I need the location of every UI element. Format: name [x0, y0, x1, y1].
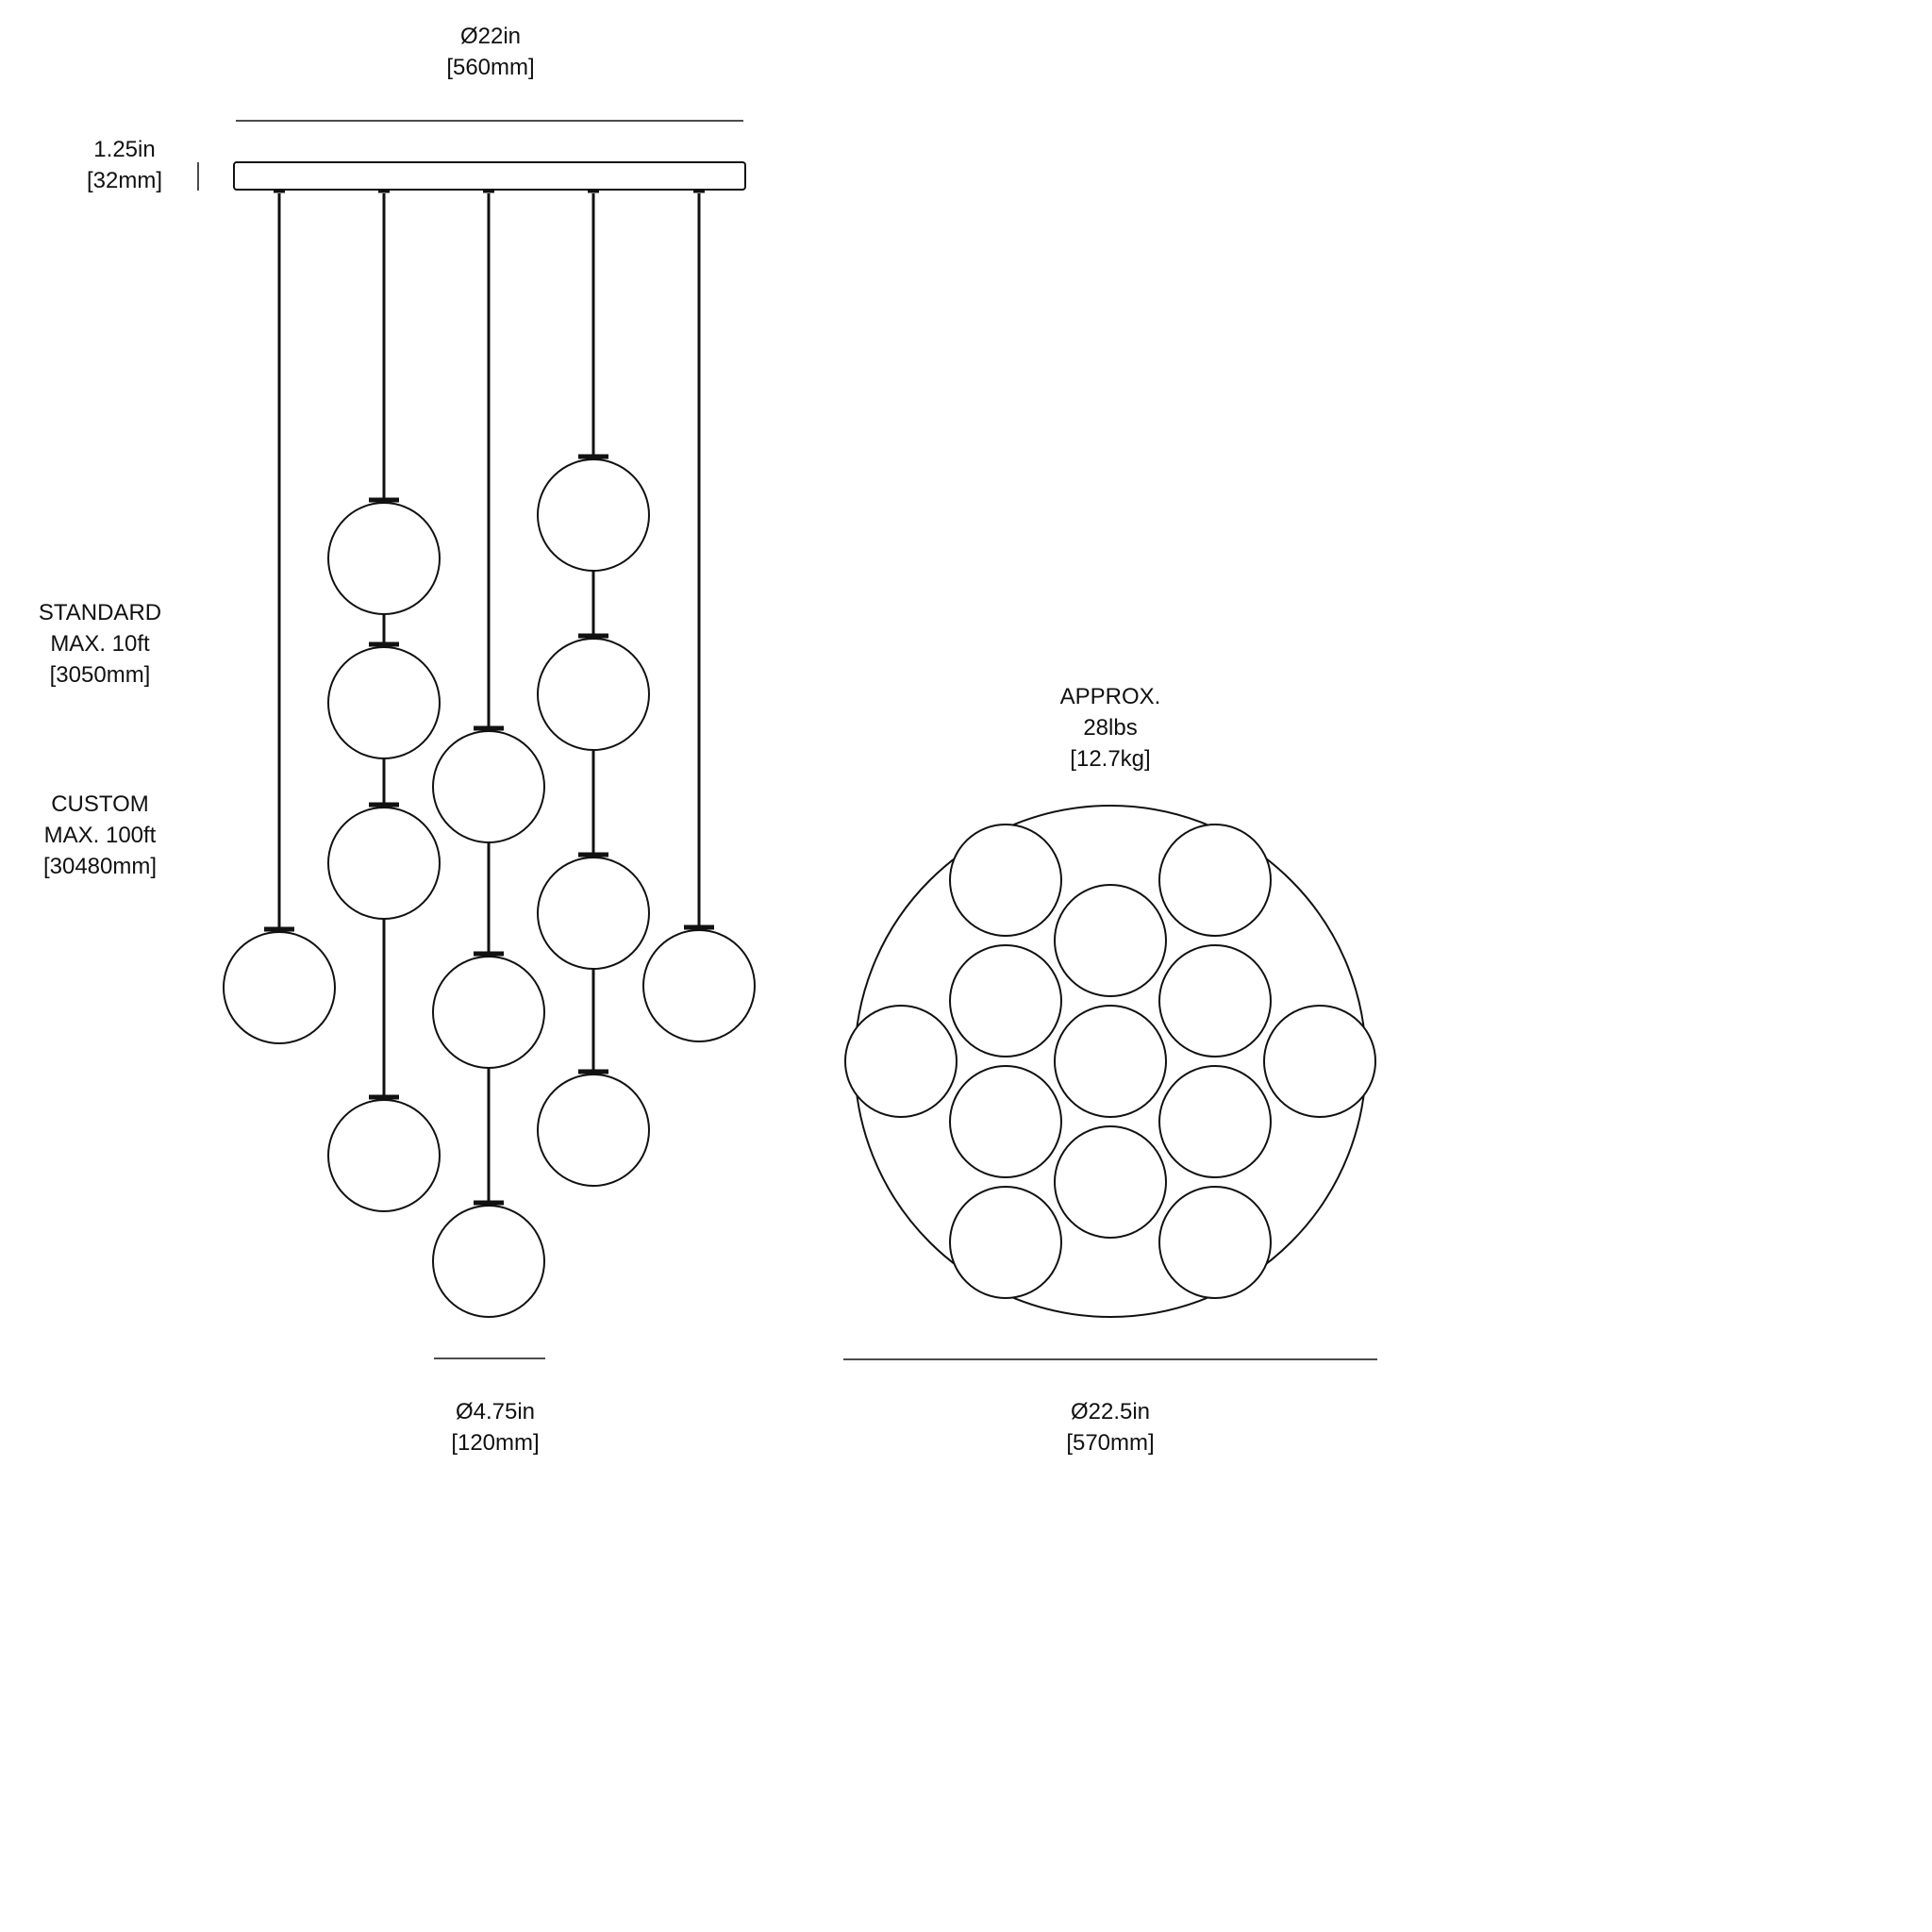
- custom-cord-title: CUSTOM: [51, 791, 149, 817]
- footprint-diameter-label: Ø22.5in [570mm]: [1030, 1396, 1191, 1458]
- globe-diameter-label: Ø4.75in [120mm]: [415, 1396, 575, 1458]
- plan-view-globe: [949, 1186, 1062, 1299]
- pendant-globe: [327, 502, 441, 615]
- pendant-globe: [327, 646, 441, 759]
- canopy-diameter-imperial: Ø22in: [459, 24, 522, 49]
- weight-metric: [12.7kg]: [1070, 746, 1151, 772]
- pendant-globe: [223, 931, 336, 1044]
- standard-cord-max: MAX. 10ft: [50, 631, 150, 657]
- weight-imperial: 28lbs: [1083, 715, 1138, 741]
- canopy-plate: [233, 161, 746, 191]
- standard-cord-label: STANDARD MAX. 10ft [3050mm]: [19, 597, 181, 691]
- globe-diameter-imperial: Ø4.75in: [455, 1399, 536, 1424]
- plan-view-globe: [1054, 1005, 1167, 1118]
- pendant-globe: [432, 730, 545, 843]
- pendant-globe: [537, 458, 650, 572]
- weight-label: APPROX. 28lbs [12.7kg]: [1030, 681, 1191, 774]
- drawing-canvas: [197, 120, 1377, 1360]
- pendant-globe: [432, 956, 545, 1069]
- plan-view-globe: [1263, 1005, 1376, 1118]
- pendant-globe: [642, 929, 756, 1042]
- canopy-height-metric: [32mm]: [86, 168, 162, 193]
- plan-view-globe: [1054, 884, 1167, 997]
- fixture-dimension-drawing: Ø22in [560mm] 1.25in [32mm] STANDARD MAX…: [19, 21, 1377, 1458]
- plan-view-globe: [1158, 1186, 1272, 1299]
- canopy-diameter-label: Ø22in [560mm]: [396, 21, 585, 83]
- plan-view-globe: [949, 824, 1062, 937]
- pendant-globe: [537, 1074, 650, 1187]
- canopy-diameter-metric: [560mm]: [446, 55, 535, 80]
- custom-cord-metric: [30480mm]: [42, 854, 158, 879]
- pendant-globe: [327, 1099, 441, 1212]
- plan-view-globe: [949, 944, 1062, 1058]
- weight-prefix: APPROX.: [1059, 684, 1161, 709]
- custom-cord-label: CUSTOM MAX. 100ft [30480mm]: [19, 789, 181, 882]
- canopy-height-imperial: 1.25in: [93, 137, 156, 162]
- plan-view-globe: [1158, 824, 1272, 937]
- plan-view-globe: [1054, 1125, 1167, 1239]
- plan-view-globe: [949, 1065, 1062, 1178]
- pendant-globe: [432, 1205, 545, 1318]
- plan-view-globe: [1158, 944, 1272, 1058]
- plan-view-globe: [1158, 1065, 1272, 1178]
- custom-cord-max: MAX. 100ft: [43, 823, 157, 848]
- plan-view-globe: [844, 1005, 958, 1118]
- footprint-diameter-imperial: Ø22.5in: [1070, 1399, 1151, 1424]
- pendant-globe: [537, 638, 650, 751]
- pendant-globe: [537, 857, 650, 970]
- standard-cord-title: STANDARD: [38, 600, 162, 625]
- footprint-diameter-metric: [570mm]: [1066, 1430, 1155, 1456]
- pendant-globe: [327, 807, 441, 920]
- globe-diameter-metric: [120mm]: [451, 1430, 540, 1456]
- standard-cord-metric: [3050mm]: [49, 662, 151, 688]
- canopy-height-label: 1.25in [32mm]: [58, 134, 191, 196]
